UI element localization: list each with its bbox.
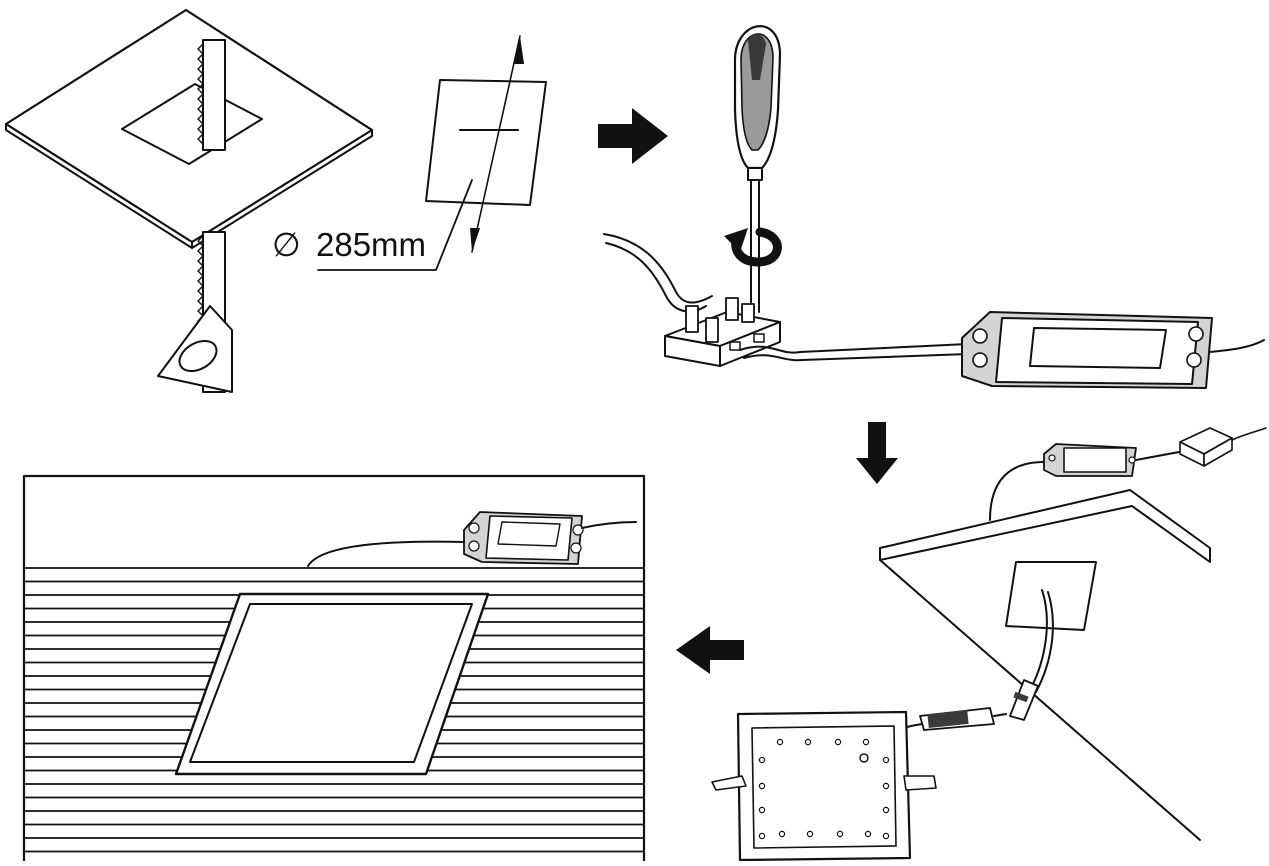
panel-rivet-dot [758, 832, 766, 840]
diameter-symbol: ∅ [272, 226, 301, 263]
arrow-right-icon [598, 108, 668, 164]
ceiling-board [4, 8, 374, 249]
led-driver-icon [961, 311, 1213, 389]
arrow-down-icon [856, 422, 898, 484]
panel-rivet-dot [806, 830, 814, 838]
screwdriver-icon [733, 25, 782, 313]
step-1-cutting [4, 8, 547, 393]
panel-rivet-dot [804, 738, 812, 746]
panel-rivet-dot [882, 756, 890, 764]
dc-plug-icon [1009, 679, 1039, 721]
panel-rivet-dot [776, 738, 784, 746]
small-terminal-icon [1179, 427, 1233, 467]
dimension-label: ∅ 285mm [272, 226, 426, 263]
saw-blade-icon [157, 39, 233, 393]
ceiling-driver-icon [463, 511, 584, 565]
panel-plug-icon [919, 707, 1007, 731]
panel-rivet-dot [882, 782, 890, 790]
terminal-block-icon [664, 297, 781, 367]
step-3-connecting [711, 427, 1267, 862]
panel-rivet-dot [758, 756, 766, 764]
step-4-installed [22, 474, 646, 866]
panel-rivet-dot [864, 830, 872, 838]
panel-rivet-dot [758, 806, 766, 814]
panel-rivet-dot [882, 832, 890, 840]
rotation-arrow-icon [724, 227, 782, 267]
led-panel-icon [711, 710, 937, 862]
panel-rivet-dot [836, 830, 844, 838]
dimension-value: 285mm [316, 226, 426, 263]
small-driver-icon [1043, 443, 1137, 477]
panel-rivet-dot [758, 782, 766, 790]
panel-rivet-dot [834, 738, 842, 746]
hole-template-icon [317, 35, 547, 271]
step-2-wiring [603, 25, 1265, 389]
panel-rivet-dot [778, 830, 786, 838]
installed-led-panel-icon [174, 592, 490, 776]
arrow-left-icon [676, 626, 744, 674]
panel-rivet-dot [862, 738, 870, 746]
panel-rivet-dot [882, 806, 890, 814]
